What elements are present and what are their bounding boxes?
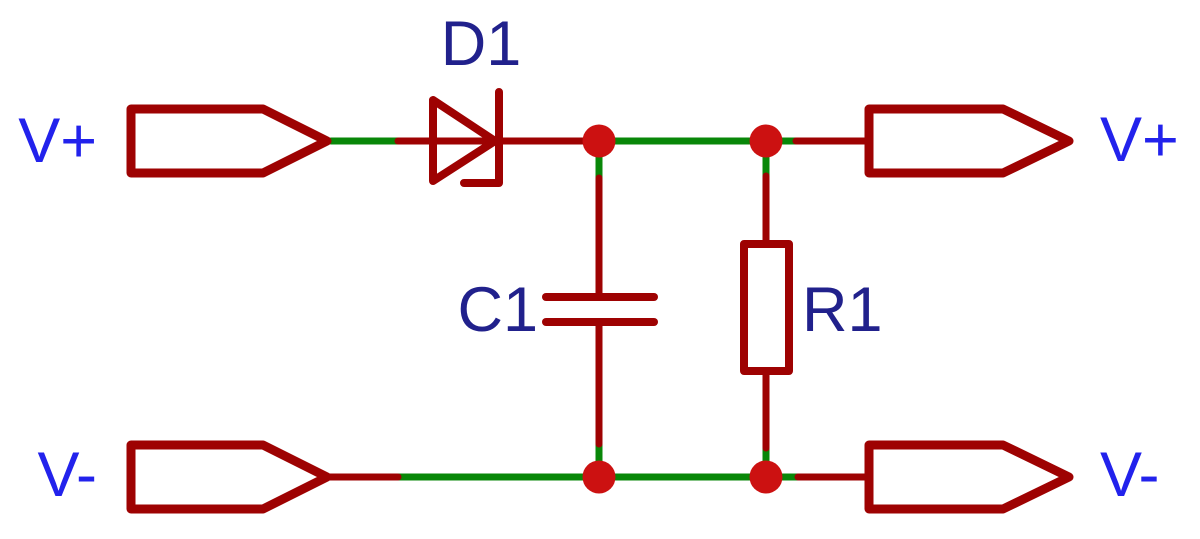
port-label: V- <box>37 440 97 510</box>
junction-dot <box>582 124 616 158</box>
refdes-label: C1 <box>457 275 538 345</box>
diode-cathode-bar <box>460 88 503 187</box>
junction-dot <box>749 124 783 158</box>
port-label: V+ <box>18 106 97 176</box>
component-c1-capacitor: C1 <box>457 174 658 448</box>
net-wires <box>327 137 804 481</box>
junction-dot <box>749 460 783 494</box>
port-arrow-shape <box>126 440 332 514</box>
port-label: V- <box>1100 440 1160 510</box>
component-d1-zener-diode: D1 <box>394 9 598 187</box>
component-r1-resistor: R1 <box>740 172 883 452</box>
port-vminus-right: V- <box>794 440 1160 514</box>
port-arrow-shape <box>126 104 332 178</box>
refdes-label: D1 <box>441 9 522 79</box>
refdes-label: R1 <box>802 275 883 345</box>
diode-triangle <box>429 96 499 185</box>
port-vminus-left: V- <box>37 440 402 514</box>
port-label: V+ <box>1100 105 1179 175</box>
port-arrow-shape <box>864 440 1074 514</box>
port-vplus-left: V+ <box>18 104 332 178</box>
resistor-body <box>740 240 793 375</box>
junction-dot <box>582 460 616 494</box>
port-vplus-right: V+ <box>792 104 1179 178</box>
junction-dots <box>582 124 783 494</box>
port-arrow-shape <box>864 104 1074 178</box>
